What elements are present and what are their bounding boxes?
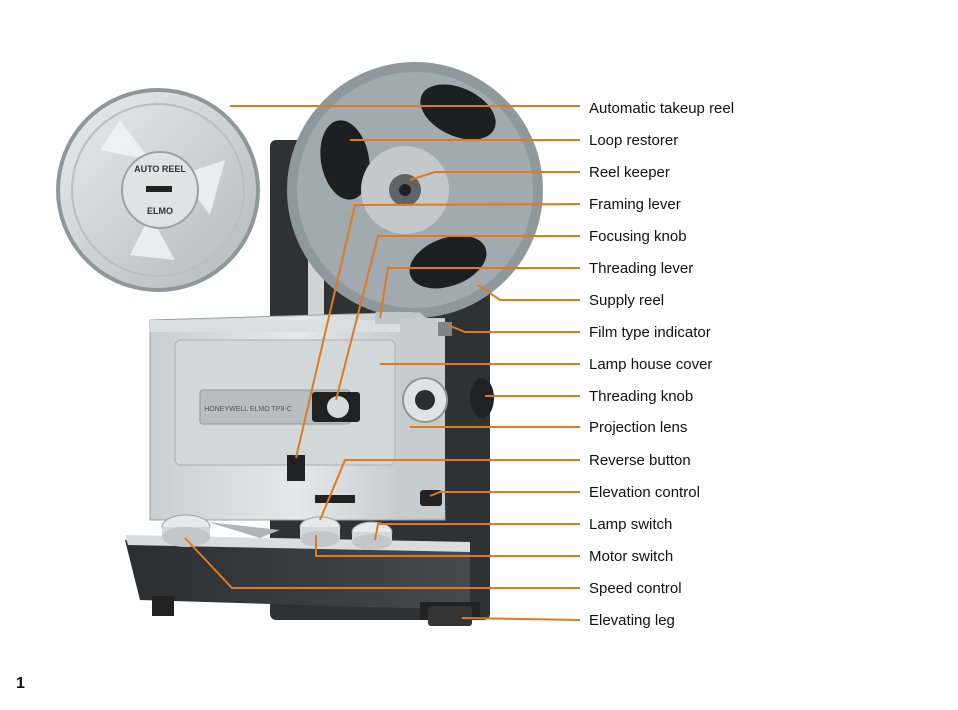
- threading-knob: [470, 378, 494, 418]
- focusing-knob: [327, 396, 349, 418]
- takeup-reel: AUTO REEL ELMO: [58, 90, 258, 290]
- label-lamp-house-cover: Lamp house cover: [589, 356, 712, 373]
- takeup-reel-brand: AUTO REEL: [134, 164, 186, 174]
- supply-reel: [287, 62, 543, 318]
- label-automatic-takeup-reel: Automatic takeup reel: [589, 100, 734, 117]
- label-focusing-knob: Focusing knob: [589, 228, 687, 245]
- framing-indicator: [287, 455, 305, 481]
- label-elevating-leg: Elevating leg: [589, 612, 675, 629]
- label-threading-knob: Threading knob: [589, 388, 693, 405]
- label-speed-control: Speed control: [589, 580, 682, 597]
- label-projection-lens: Projection lens: [589, 419, 687, 436]
- takeup-reel-logo: ELMO: [147, 206, 173, 216]
- page-number: 1: [16, 675, 25, 693]
- label-film-type-indicator: Film type indicator: [589, 324, 711, 341]
- label-lamp-switch: Lamp switch: [589, 516, 672, 533]
- label-motor-switch: Motor switch: [589, 548, 673, 565]
- callout-labels: Automatic takeup reel Loop restorer Reel…: [589, 100, 734, 629]
- projector-illustration: AUTO REEL ELMO HONEYWELL ELMO TP8-C: [58, 62, 543, 626]
- label-threading-lever: Threading lever: [589, 260, 693, 277]
- label-framing-lever: Framing lever: [589, 196, 681, 213]
- label-reel-keeper: Reel keeper: [589, 164, 670, 181]
- label-reverse-button: Reverse button: [589, 452, 691, 469]
- film-type-indicator: [438, 322, 452, 336]
- label-loop-restorer: Loop restorer: [589, 132, 678, 149]
- nameplate-text: HONEYWELL ELMO TP8-C: [204, 406, 292, 413]
- label-supply-reel: Supply reel: [589, 292, 664, 309]
- label-elevation-control: Elevation control: [589, 484, 700, 501]
